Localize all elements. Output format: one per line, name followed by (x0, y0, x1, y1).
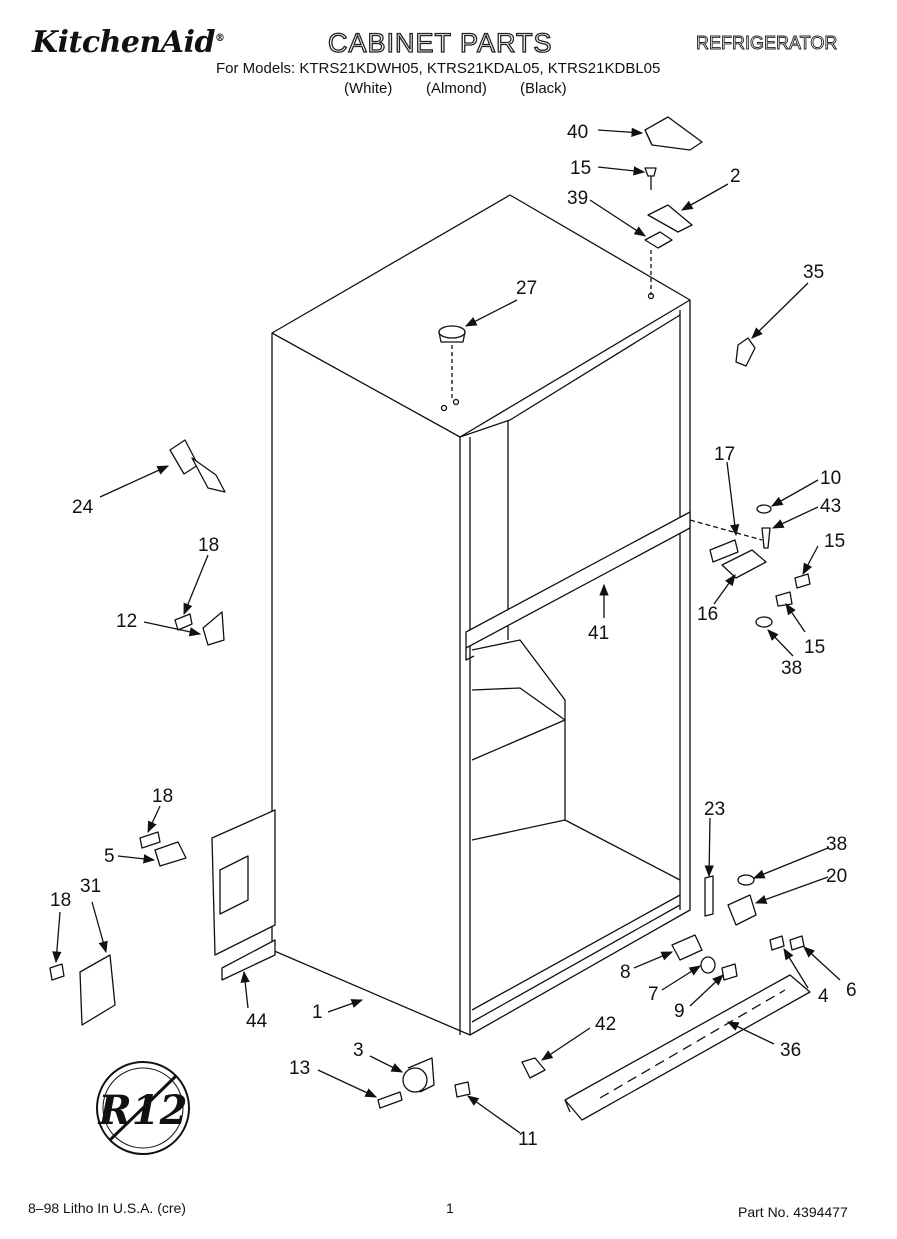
litho-note: 8–98 Litho In U.S.A. (cre) (28, 1200, 186, 1216)
center-hinge (689, 504, 811, 628)
side-bracket-lower (139, 831, 187, 867)
brand-logo: KitchenAid® (32, 25, 225, 60)
access-cover (49, 954, 116, 1026)
callout-label: 16 (697, 604, 718, 625)
roller-assembly (377, 1057, 471, 1109)
callout-label: 44 (246, 1011, 268, 1032)
callout-label: 7 (648, 984, 659, 1005)
callout-label: 31 (80, 876, 101, 897)
callout-label: 39 (567, 188, 588, 209)
model-list: For Models: KTRS21KDWH05, KTRS21KDAL05, … (216, 60, 661, 77)
callout-label: 40 (567, 122, 588, 143)
variant-black: (Black) (520, 80, 567, 97)
cabinet-body (271, 194, 691, 1036)
callout-label: 43 (820, 496, 841, 517)
callout-label: 27 (516, 278, 537, 299)
callout-label: 18 (50, 890, 71, 911)
callout-label: 15 (824, 531, 845, 552)
callout-labels: 40 15 2 39 35 27 17 10 43 15 24 18 12 41… (50, 122, 857, 1150)
callout-label: 4 (818, 986, 829, 1007)
callout-label: 5 (104, 846, 115, 867)
callout-label: 13 (289, 1058, 310, 1079)
callout-label: 24 (72, 497, 94, 518)
callout-label: 12 (116, 611, 137, 632)
variant-white: (White) (344, 80, 393, 97)
callout-label: 11 (518, 1129, 538, 1150)
top-hinge (644, 204, 693, 300)
callout-label: 3 (353, 1040, 364, 1061)
callout-label: 2 (730, 166, 741, 187)
part-number: Part No. 4394477 (738, 1204, 848, 1220)
top-cap-plug (438, 325, 466, 412)
callout-label: 15 (570, 158, 591, 179)
callout-label: 36 (780, 1040, 801, 1061)
callout-label: 20 (826, 866, 847, 887)
callout-label: 35 (803, 262, 824, 283)
lower-hinge (671, 874, 805, 981)
callout-label: 18 (152, 786, 173, 807)
callout-label: 1 (312, 1002, 323, 1023)
divider-rail (465, 511, 691, 661)
top-hinge-cover (644, 116, 703, 151)
hinge-screw-top (644, 167, 657, 190)
callout-label: 6 (846, 980, 857, 1001)
page-number: 1 (446, 1200, 454, 1216)
callout-label: 38 (781, 658, 802, 679)
callout-label: 8 (620, 962, 631, 983)
callout-label: 23 (704, 799, 725, 820)
grille-clip (521, 1057, 546, 1079)
callout-label: 38 (826, 834, 847, 855)
side-bracket-upper (174, 611, 225, 646)
no-r12-icon: R12 (96, 1061, 190, 1155)
leader-lines (52, 127, 841, 1134)
side-panel (211, 809, 276, 981)
callout-label: 18 (198, 535, 219, 556)
hinge-cover-plug (735, 337, 756, 367)
callout-label: 10 (820, 468, 841, 489)
appliance-category: REFRIGERATOR (696, 33, 838, 54)
callout-label: 15 (804, 637, 825, 658)
leveling-leg (169, 439, 226, 493)
callout-label: 17 (714, 444, 735, 465)
toe-grille (564, 974, 811, 1121)
callout-label: 41 (588, 623, 609, 644)
callout-label: 9 (674, 1001, 685, 1022)
variant-almond: (Almond) (426, 80, 487, 97)
callout-label: 42 (595, 1014, 616, 1035)
page-title: CABINET PARTS (327, 27, 553, 58)
